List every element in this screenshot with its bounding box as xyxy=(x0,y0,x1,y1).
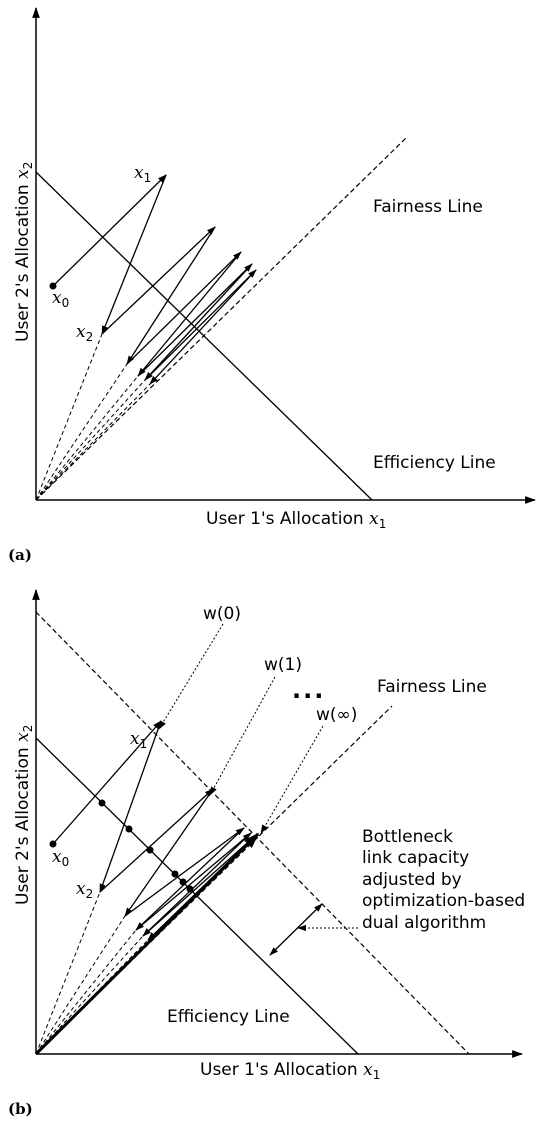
panel-b-caption: (b) xyxy=(8,1100,33,1118)
panel-b-x0-label: x0 xyxy=(52,847,69,869)
panel-a-efficiency-label: Efficiency Line xyxy=(373,453,496,473)
panel-a-trajectory xyxy=(52,174,257,385)
panel-a-rays xyxy=(35,333,151,501)
panel-b-x-axis-label: User 1's Allocation x1 xyxy=(200,1060,380,1082)
panel-a-x2-label: x2 xyxy=(76,322,93,344)
panel-a-x1-label: x1 xyxy=(134,163,151,185)
panel-a-x0-point xyxy=(49,282,57,290)
svg-text:adjusted by: adjusted by xyxy=(362,870,462,890)
panel-a-x-axis-label: User 1's Allocation x1 xyxy=(206,509,386,531)
panel-b-trajectory xyxy=(52,720,256,941)
panel-b-capacity-adjust-arrow xyxy=(269,903,323,956)
panel-a-y-axis-label: User 2's Allocation x2 xyxy=(13,162,35,342)
panel-b-x2-label: x2 xyxy=(76,879,93,901)
panel-b-efficiency-label: Efficiency Line xyxy=(167,1007,290,1027)
panel-b-y-axis-label: User 2's Allocation x2 xyxy=(13,725,35,905)
panel-a-fairness-line xyxy=(35,137,407,501)
svg-text:optimization-based: optimization-based xyxy=(362,891,525,911)
svg-text:dual algorithm: dual algorithm xyxy=(362,913,486,933)
panel-a-x0-label: x0 xyxy=(52,288,69,310)
panel-b-weight-0-label: w(0) xyxy=(203,604,241,624)
panel-a: Fairness Line Efficiency Line x0 x1 x2 U… xyxy=(8,6,537,564)
panel-b-weight-inf-label: w(∞) xyxy=(316,705,357,725)
panel-b-rays xyxy=(35,891,149,1055)
svg-text:Bottleneck: Bottleneck xyxy=(362,827,453,847)
panel-b-convergence-arrow xyxy=(34,832,260,1056)
panel-b-weight-1-label: w(1) xyxy=(264,655,302,675)
svg-text:link capacity: link capacity xyxy=(362,848,469,868)
panel-b-capacity-line xyxy=(35,611,470,1055)
panel-b-intersections xyxy=(98,799,194,893)
panel-b-x0-point xyxy=(49,840,57,848)
panel-b-annotation: Bottleneck link capacity adjusted by opt… xyxy=(362,827,525,933)
panel-b-weight-arrows xyxy=(158,623,324,834)
panel-a-fairness-label: Fairness Line xyxy=(373,197,483,217)
panel-b: w(0) w(1) w(∞) ... Fairness Line Efficie… xyxy=(8,588,525,1118)
panel-a-caption: (a) xyxy=(8,546,32,564)
panel-b-x1-label: x1 xyxy=(130,729,147,751)
panel-b-ellipsis: ... xyxy=(292,676,325,704)
panel-b-fairness-label: Fairness Line xyxy=(377,677,487,697)
